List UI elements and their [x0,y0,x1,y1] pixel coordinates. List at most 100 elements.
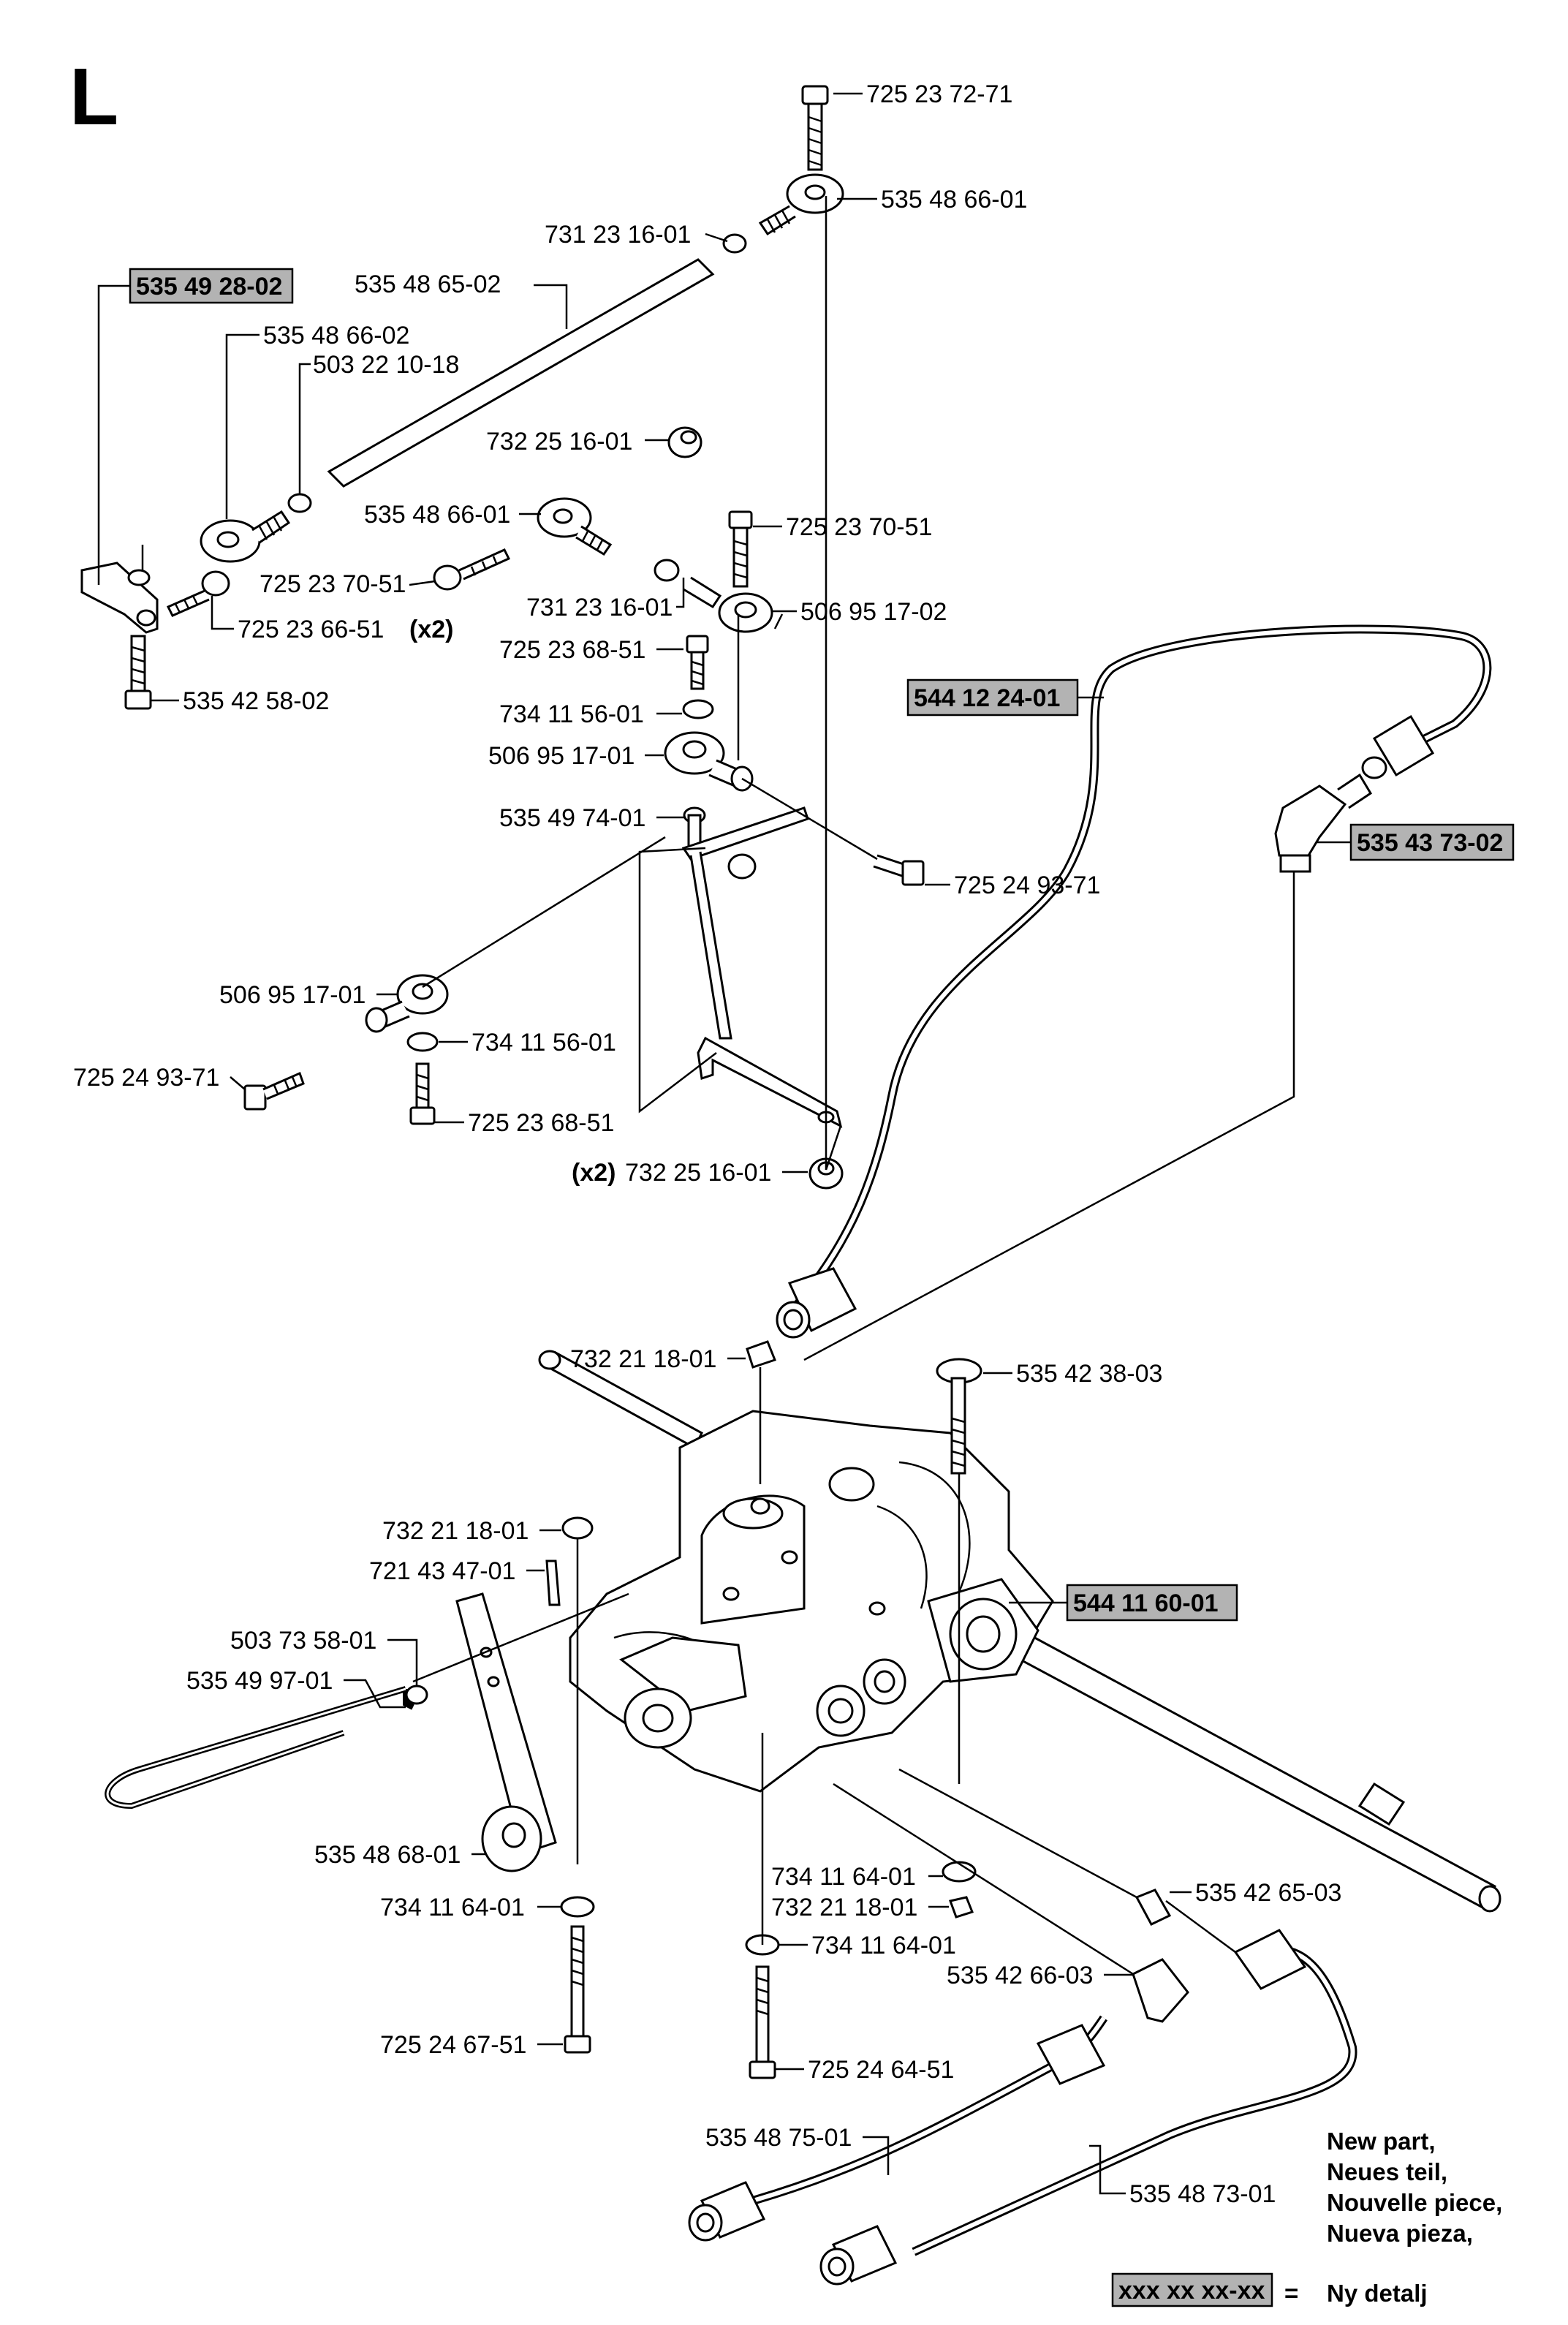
nut-part [727,853,757,880]
callout-535-48-65-02: 535 48 65-02 [355,271,501,298]
hydraulic-tube-top [776,624,1492,1361]
callout-721-43-47-01: 721 43 47-01 [369,1557,515,1585]
tube-nut-part [1372,714,1435,777]
callout-535-48-75-01: 535 48 75-01 [705,2124,852,2152]
callout-725-23-68-51: 725 23 68-51 [499,636,645,664]
callout-731-23-16-01: 731 23 16-01 [545,221,691,249]
newpart-535-43-73-02: 535 43 73-02 [1357,829,1503,857]
callout-506-95-17-01: 506 95 17-01 [488,742,635,770]
callout-506-95-17-01-lower: 506 95 17-01 [219,981,366,1009]
callout-labels: 725 23 72-71 535 48 66-01 731 23 16-01 5… [73,80,1341,2208]
callout-725-23-66-51: 725 23 66-51 [238,616,384,643]
legend-line-1: New part, [1327,2128,1436,2155]
washer-part [406,1032,439,1052]
legend-equals: = [1284,2280,1298,2307]
callout-734-11-56-01-lower: 734 11 56-01 [471,1029,616,1056]
nut-part [561,1516,594,1864]
nut-part [746,1340,776,1484]
bolt-part [409,1062,436,1125]
new-part-boxes: 535 49 28-02 544 12 24-01 535 43 73-02 5… [97,268,1515,1622]
callout-535-49-74-01: 535 49 74-01 [499,804,645,832]
nut-part [287,493,312,513]
callout-732-21-18-01-left: 732 21 18-01 [382,1517,529,1545]
long-rod-part [327,258,715,488]
legend: xxx xx xx-xx = New part, Neues teil, Nou… [1111,2128,1502,2307]
lower-hardware [560,1733,977,2079]
callout-535-42-38-03: 535 42 38-03 [1016,1360,1162,1388]
callout-535-42-58-02: 535 42 58-02 [183,687,329,715]
legend-line-5: Ny detalj [1327,2280,1428,2307]
bolt-part [124,635,152,710]
callout-503-73-58-01: 503 73 58-01 [230,1627,376,1655]
callout-725-23-72-71: 725 23 72-71 [866,80,1012,108]
nut-part [654,559,680,582]
bolt-part [873,854,925,886]
nut-part [722,233,747,254]
section-letter: L [69,52,118,142]
rod-end-part [537,497,613,556]
bolt-part [728,510,753,588]
callout-535-48-66-01: 535 48 66-01 [881,186,1027,213]
newpart-544-12-24-01: 544 12 24-01 [914,684,1060,712]
lever-part [455,1592,557,1872]
bolt-part [243,1071,305,1111]
bypass-rod-part [105,1592,629,1810]
pin-part [545,1560,561,1606]
callout-535-48-66-01-mid: 535 48 66-01 [364,501,510,529]
bolt-part [433,548,511,591]
callout-725-23-70-51-left: 725 23 70-51 [260,570,406,598]
callout-725-24-93-71: 725 24 93-71 [954,872,1100,899]
callout-535-48-66-02: 535 48 66-02 [263,322,409,349]
callout-732-25-16-01-lower: 732 25 16-01 [625,1159,771,1187]
callout-732-21-18-01-top: 732 21 18-01 [570,1345,716,1373]
callout-732-21-18-01-bottom: 732 21 18-01 [771,1894,917,1921]
newpart-544-11-60-01: 544 11 60-01 [1073,1589,1219,1617]
callout-725-23-70-51-right: 725 23 70-51 [786,513,932,541]
washer-part [682,699,714,719]
callout-725-23-66-51-qty: (x2) [409,616,453,643]
callout-734-11-64-01-bottom: 734 11 64-01 [811,1932,956,1959]
callout-734-11-64-01-right: 734 11 64-01 [771,1863,916,1891]
elbow-fitting-part [1274,773,1373,873]
bolt-part [166,570,230,617]
callout-725-24-67-51: 725 24 67-51 [380,2031,526,2059]
callout-535-49-97-01: 535 49 97-01 [186,1667,333,1695]
fitting-part [1135,1889,1172,1926]
clip-part [405,1685,428,1705]
hydraulic-tube-bottom [688,1768,1357,2286]
callout-734-11-64-01-left: 734 11 64-01 [380,1894,525,1921]
bolt-part [801,85,829,171]
fill-plug-part [828,1467,875,1502]
rod-end-part [664,731,754,792]
upper-linkage [80,85,925,1190]
legend-line-4: Nueva pieza, [1327,2220,1473,2247]
callout-725-24-64-51: 725 24 64-51 [808,2056,954,2084]
legend-line-2: Neues teil, [1327,2158,1447,2185]
legend-line-3: Nouvelle piece, [1327,2189,1502,2216]
callout-503-22-10-18: 503 22 10-18 [313,351,459,379]
bolt-part [686,635,709,690]
newpart-535-49-28-02: 535 49 28-02 [136,273,282,300]
callout-535-42-65-03: 535 42 65-03 [1195,1879,1341,1907]
spacer-part [667,426,702,458]
elbow-fitting-part [1132,1958,1189,2023]
callout-732-25-16-01-qty: (x2) [572,1159,616,1187]
control-arm-part [681,806,843,1128]
callout-731-23-16-01-mid: 731 23 16-01 [526,594,673,621]
bracket-part [80,545,159,634]
transaxle-assembly [538,1350,1501,1913]
legend-box-label: xxx xx xx-xx [1118,2277,1265,2305]
rod-end-part [683,576,773,633]
bolt-part [936,1358,982,1784]
callout-535-42-66-03: 535 42 66-03 [947,1962,1093,1989]
callout-535-48-73-01: 535 48 73-01 [1129,2180,1276,2208]
callout-535-48-68-01: 535 48 68-01 [314,1841,461,1869]
callout-725-23-68-51-lower: 725 23 68-51 [468,1109,614,1137]
rod-end-part [200,510,291,563]
callout-734-11-56-01: 734 11 56-01 [499,700,644,728]
rod-end-part [758,173,844,236]
callout-725-24-93-71-lower: 725 24 93-71 [73,1064,219,1092]
rod-end-part [365,974,449,1033]
callout-506-95-17-02: 506 95 17-02 [800,598,947,626]
